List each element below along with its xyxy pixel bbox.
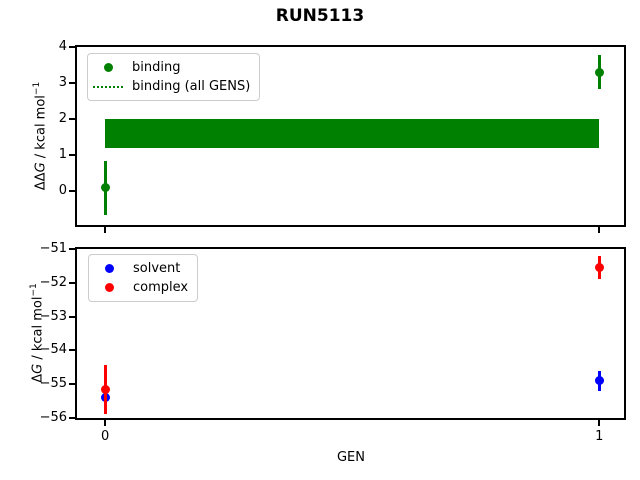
- binding-dot-icon: [103, 63, 113, 72]
- all-gens-band: [105, 119, 600, 149]
- y-tick-label: −56: [39, 410, 67, 425]
- figure-title: RUN5113: [275, 6, 365, 26]
- x-tick: [598, 420, 601, 426]
- y-tick-label: −53: [39, 308, 67, 324]
- unit-exponent: −1: [32, 81, 42, 96]
- y-tick: [69, 82, 75, 85]
- legend-label: binding: [132, 60, 181, 75]
- x-tick: [104, 227, 107, 233]
- solvent-point: [594, 376, 604, 386]
- binding-point: [594, 67, 604, 77]
- y-tick: [69, 315, 75, 318]
- y-tick-label: −51: [39, 241, 67, 256]
- top-y-axis-label: ΔΔG / kcal mol−1: [28, 56, 49, 216]
- y-tick-label: −55: [39, 376, 67, 392]
- legend-entry-solvent: solvent: [89, 259, 188, 278]
- bottom-y-axis-label: ΔG / kcal mol−1: [25, 253, 46, 413]
- y-tick: [69, 417, 75, 419]
- unit-text: / kcal mol: [33, 95, 49, 163]
- legend-swatch: [94, 264, 124, 273]
- top-plot: 4 3 2 1 0: [59, 39, 626, 233]
- legend-label: solvent: [133, 261, 181, 276]
- complex-point: [100, 384, 110, 394]
- bottom-legend: solvent complex: [88, 254, 199, 302]
- y-tick-label: 4: [58, 39, 67, 54]
- legend-entry-binding: binding: [88, 58, 250, 77]
- x-tick-label: 0: [101, 429, 110, 444]
- y-tick: [69, 118, 75, 121]
- delta-prefix: Δ: [30, 373, 46, 383]
- y-tick: [69, 383, 75, 386]
- y-tick: [69, 190, 75, 193]
- complex-point: [594, 263, 604, 273]
- y-tick: [69, 349, 75, 352]
- legend-swatch: [93, 63, 123, 72]
- unit-text: / kcal mol: [30, 296, 46, 364]
- legend-label: complex: [133, 280, 189, 295]
- legend-swatch: [93, 85, 123, 88]
- legend-entry-complex: complex: [89, 278, 188, 297]
- delta-prefix: ΔΔ: [33, 172, 49, 191]
- quantity-symbol: G: [33, 162, 49, 173]
- quantity-symbol: G: [30, 363, 46, 374]
- legend-swatch: [94, 283, 124, 292]
- y-tick-label: 1: [58, 147, 67, 163]
- y-tick: [69, 281, 75, 284]
- dotted-line-icon: [93, 85, 123, 88]
- y-tick-label: 0: [58, 183, 67, 199]
- legend-label: binding (all GENS): [132, 79, 251, 94]
- y-tick-label: 2: [58, 111, 67, 127]
- y-tick: [69, 154, 75, 157]
- x-axis-label: GEN: [336, 450, 365, 465]
- y-tick-label: 3: [58, 75, 67, 91]
- x-tick: [598, 227, 601, 233]
- x-tick-label: 1: [595, 429, 604, 444]
- complex-dot-icon: [104, 283, 114, 292]
- x-tick: [104, 420, 107, 426]
- top-legend: binding binding (all GENS): [87, 53, 261, 101]
- y-tick-label: −52: [39, 274, 67, 290]
- unit-exponent: −1: [29, 283, 39, 297]
- y-tick: [69, 46, 75, 48]
- binding-point: [100, 183, 110, 193]
- y-tick: [69, 248, 75, 250]
- solvent-dot-icon: [104, 264, 114, 273]
- legend-entry-binding-all-gens: binding (all GENS): [88, 77, 250, 96]
- y-tick-label: −54: [39, 342, 67, 358]
